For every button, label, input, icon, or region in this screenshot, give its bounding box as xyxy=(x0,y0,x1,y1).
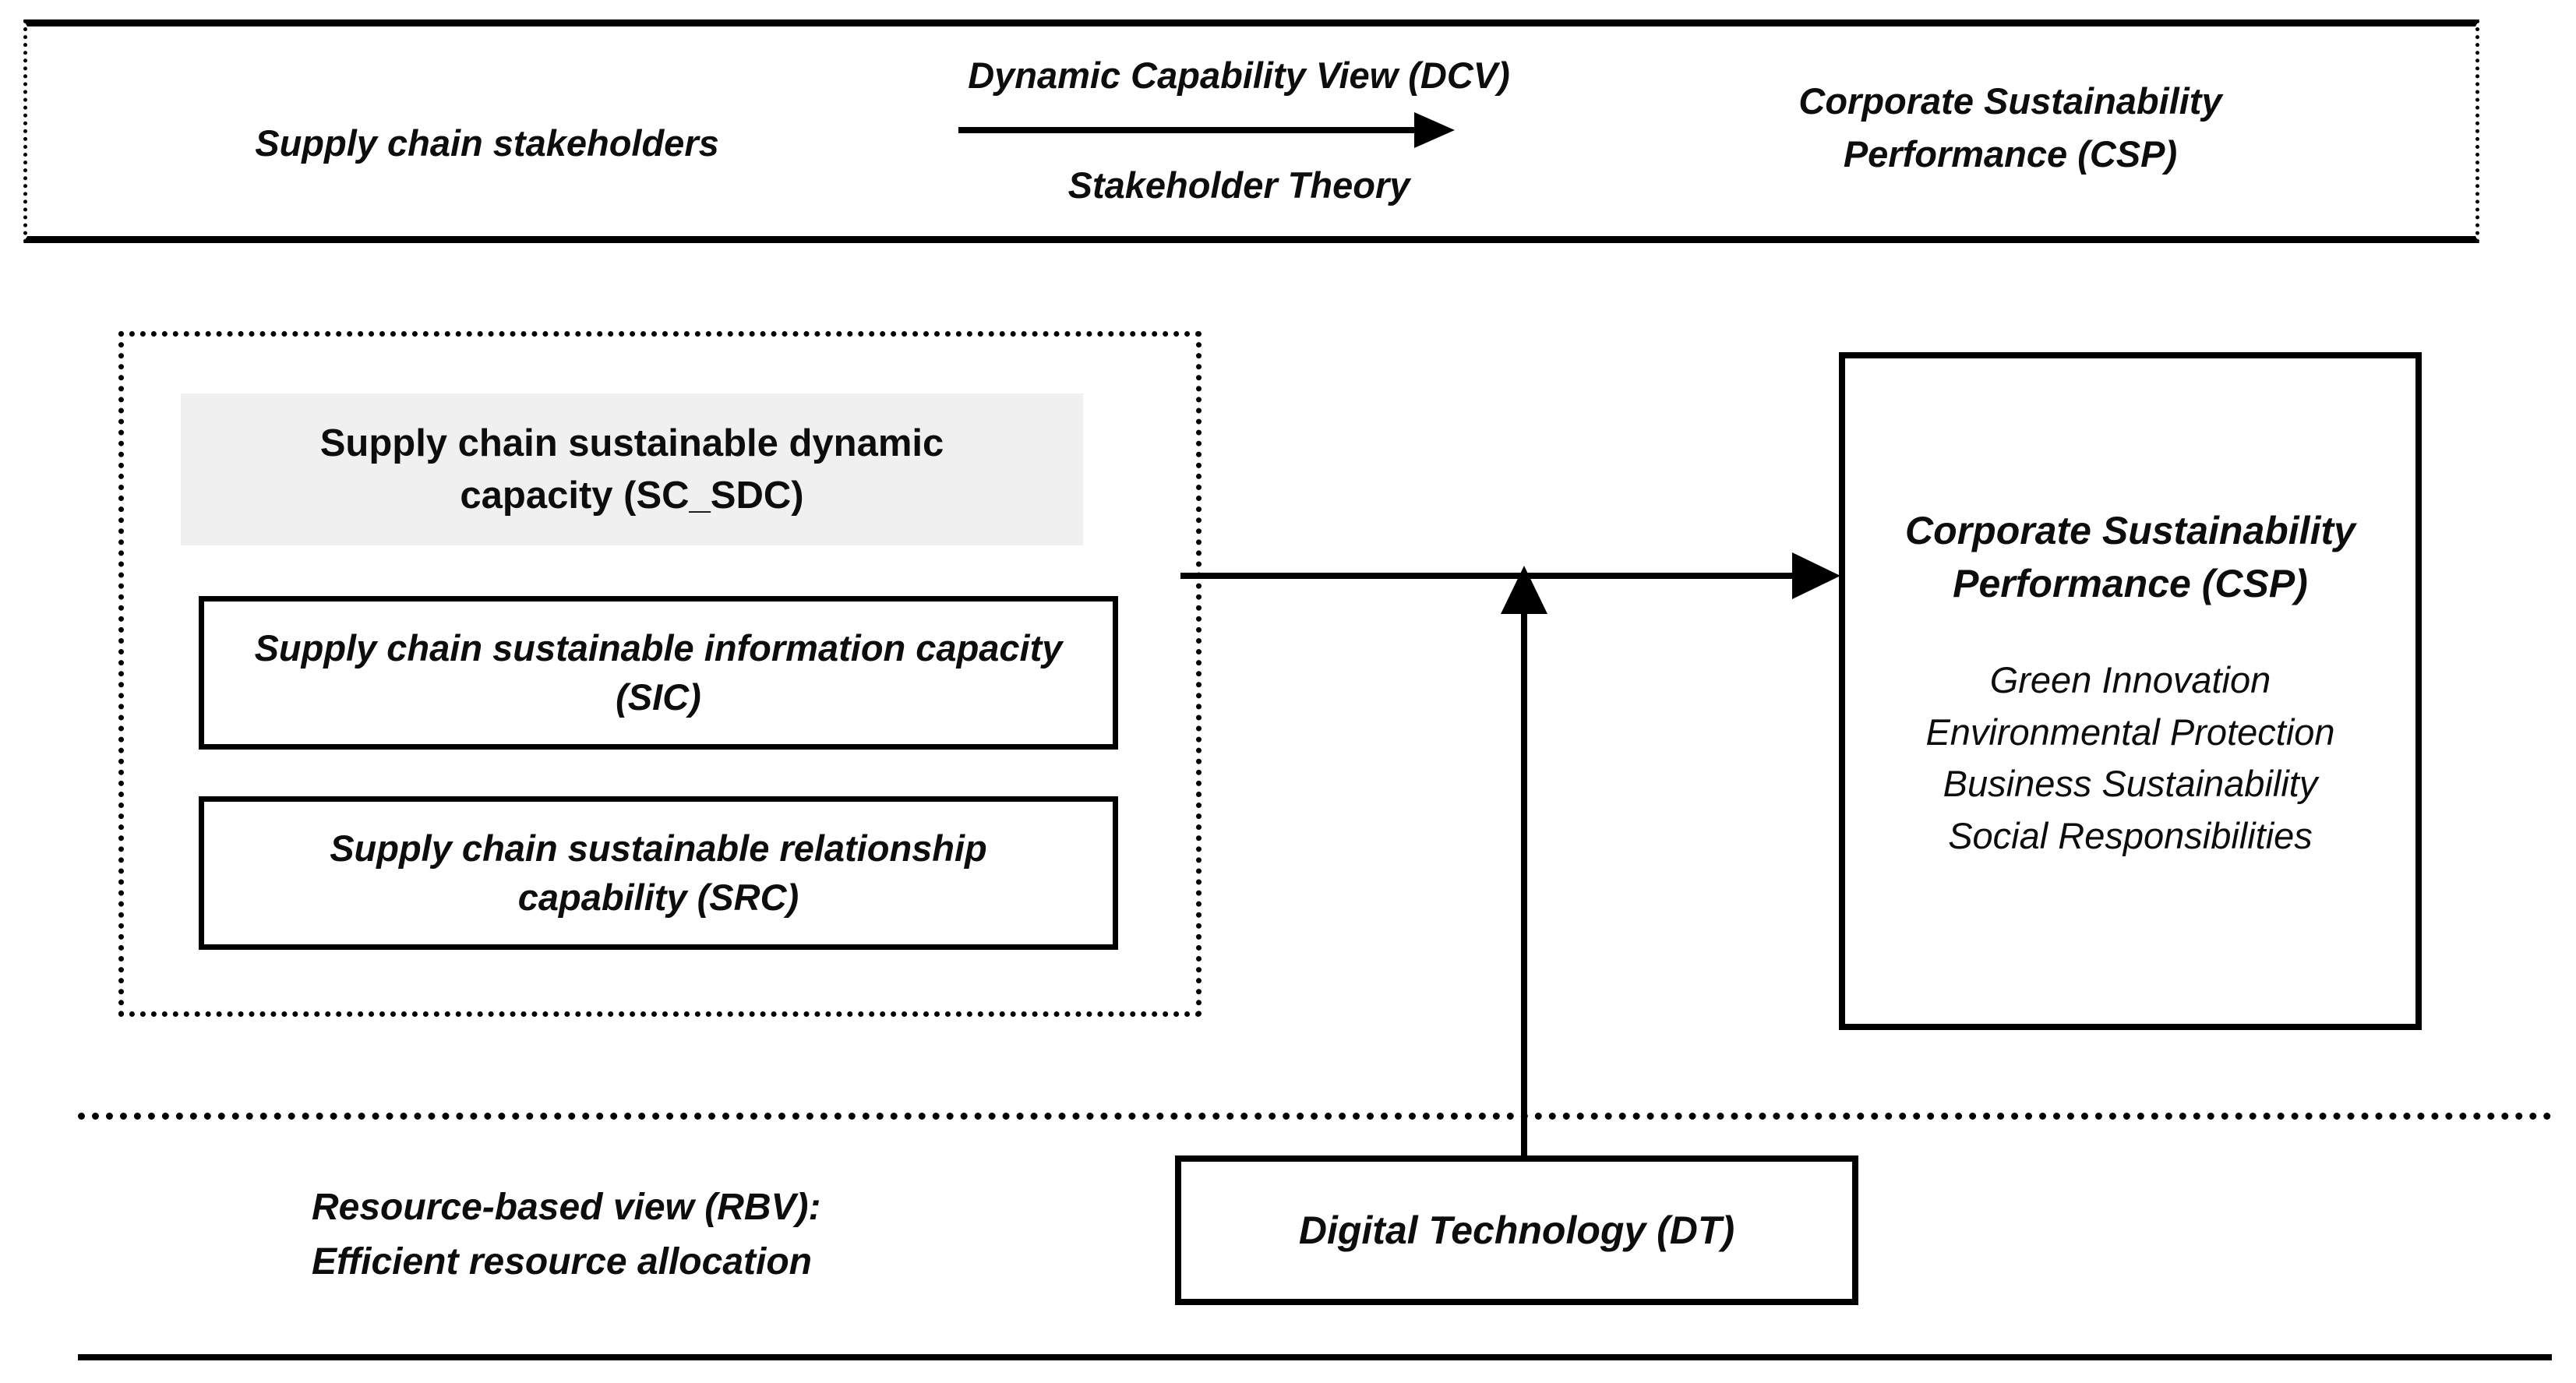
csp-dimension-item: Business Sustainability xyxy=(1943,763,2318,805)
sc-sdc-label: Supply chain sustainable dynamic capacit… xyxy=(289,418,976,520)
csp-title: Corporate Sustainability Performance (CS… xyxy=(1845,505,2415,610)
csp-dimension-list: Green Innovation Environmental Protectio… xyxy=(1845,654,2415,863)
src-line2: capability (SRC) xyxy=(517,876,799,918)
banner-theory-group: Dynamic Capability View (DCV) Stakeholde… xyxy=(869,56,1609,205)
banner-csp-line1: Corporate Sustainability xyxy=(1798,80,2222,122)
banner-csp-label: Corporate Sustainability Performance (CS… xyxy=(1687,75,2334,181)
rbv-divider xyxy=(78,1113,2552,1120)
sc-sdc-line1: Supply chain sustainable dynamic xyxy=(319,422,944,465)
src-box: Supply chain sustainable relationship ca… xyxy=(199,796,1118,950)
csp-outcome-box: Corporate Sustainability Performance (CS… xyxy=(1839,352,2422,1030)
sic-label: Supply chain sustainable information cap… xyxy=(235,624,1083,721)
sic-box: Supply chain sustainable information cap… xyxy=(199,596,1118,750)
rbv-line2: Efficient resource allocation xyxy=(312,1240,812,1282)
right-arrow-icon xyxy=(1792,552,1840,599)
banner-dcv-label: Dynamic Capability View (DCV) xyxy=(968,55,1510,96)
bottom-rule xyxy=(78,1354,2552,1360)
right-arrow-icon xyxy=(1414,112,1455,149)
banner-csp-line2: Performance (CSP) xyxy=(1843,133,2178,175)
csp-dimension-item: Social Responsibilities xyxy=(1948,815,2313,857)
main-effect-arrow-shaft xyxy=(1180,573,1796,579)
sc-sdc-line2: capacity (SC_SDC) xyxy=(460,474,804,517)
csp-title-line1: Corporate Sustainability xyxy=(1905,509,2355,552)
digital-technology-box: Digital Technology (DT) xyxy=(1175,1155,1858,1305)
banner-arrow xyxy=(869,104,1609,158)
banner-stakeholders-label: Supply chain stakeholders xyxy=(255,122,719,164)
csp-title-line2: Performance (CSP) xyxy=(1953,561,2308,605)
src-label: Supply chain sustainable relationship ca… xyxy=(309,824,1007,921)
rbv-label: Resource-based view (RBV): Efficient res… xyxy=(312,1180,821,1289)
csp-dimension-item: Environmental Protection xyxy=(1925,711,2335,753)
moderation-arrow-shaft xyxy=(1521,576,1527,1159)
theory-banner: Supply chain stakeholders Dynamic Capabi… xyxy=(23,19,2479,243)
sc-sdc-header-box: Supply chain sustainable dynamic capacit… xyxy=(181,393,1083,545)
src-line1: Supply chain sustainable relationship xyxy=(330,827,987,870)
sic-line2: (SIC) xyxy=(616,676,701,718)
banner-arrow-shaft xyxy=(958,127,1418,134)
rbv-line1: Resource-based view (RBV): xyxy=(312,1187,821,1228)
banner-stakeholder-theory-label: Stakeholder Theory xyxy=(1067,164,1410,206)
dt-label: Digital Technology (DT) xyxy=(1298,1208,1735,1252)
sic-line1: Supply chain sustainable information cap… xyxy=(254,627,1063,669)
csp-dimension-item: Green Innovation xyxy=(1989,659,2271,700)
up-arrow-icon xyxy=(1501,566,1547,614)
